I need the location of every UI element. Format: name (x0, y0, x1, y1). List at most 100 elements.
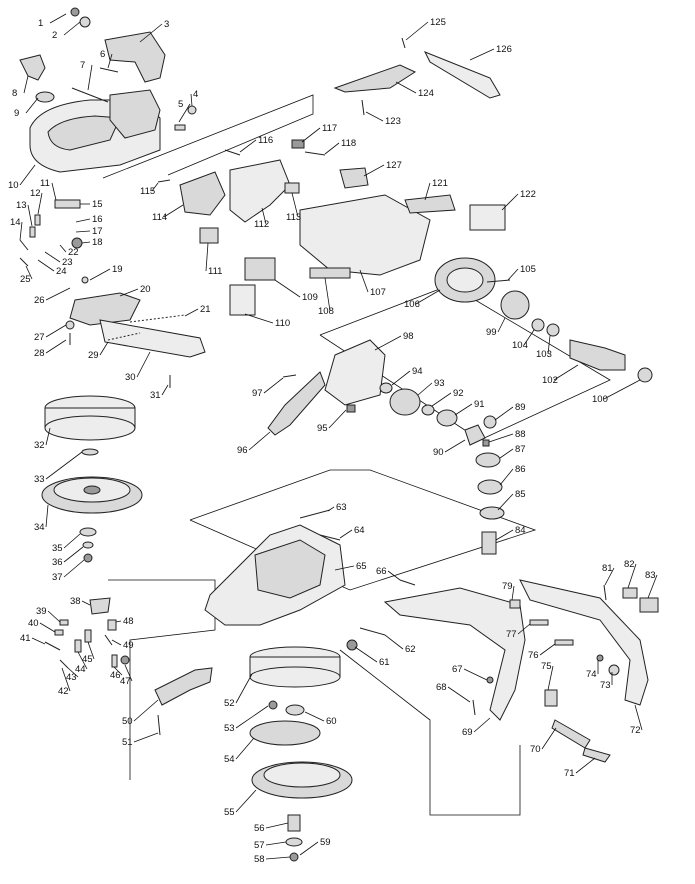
screw-125 (401, 37, 406, 49)
leader-line-8 (23, 75, 29, 94)
leader-line-36 (63, 546, 84, 563)
pad-76 (554, 639, 574, 646)
leader-line-110 (244, 313, 274, 324)
leader-line-48 (115, 620, 122, 623)
callout-label-10: 10 (8, 180, 19, 191)
callout-label-70: 70 (530, 744, 541, 755)
callout-label-104: 104 (512, 340, 528, 351)
callout-label-13: 13 (16, 200, 27, 211)
leader-line-46 (113, 666, 123, 676)
leader-line-96 (248, 431, 271, 451)
leader-line-121 (424, 182, 431, 201)
handle-lever (104, 31, 166, 83)
callout-label-32: 32 (34, 440, 45, 451)
screw-68 (472, 699, 476, 716)
callout-label-21: 21 (200, 304, 211, 315)
leader-line-85 (497, 493, 514, 511)
leader-line-10 (19, 164, 36, 186)
handle-124 (333, 64, 417, 93)
plate-15 (54, 199, 81, 209)
callout-label-114: 114 (152, 212, 167, 223)
blade-guard-69 (383, 587, 526, 721)
leader-line-51 (133, 732, 159, 743)
callout-label-15: 15 (92, 199, 103, 210)
leader-line-61 (354, 646, 378, 663)
leader-line-63 (327, 506, 335, 512)
leader-line-112 (261, 207, 267, 225)
bearing-94 (379, 382, 393, 394)
callout-label-5: 5 (178, 99, 183, 110)
holder-82 (622, 587, 638, 599)
callout-label-56: 56 (254, 823, 265, 834)
washer-57 (285, 837, 303, 847)
callout-label-40: 40 (28, 618, 39, 629)
callout-label-72: 72 (630, 725, 641, 736)
leader-line-65 (334, 565, 355, 571)
leader-line-57 (265, 841, 287, 846)
leader-line-31 (161, 384, 169, 396)
callout-label-97: 97 (252, 388, 263, 399)
bearing-104 (531, 318, 545, 332)
leader-line-97 (263, 377, 284, 394)
leader-line-33 (45, 451, 83, 480)
plate-20 (69, 292, 141, 326)
sleeve-56 (287, 814, 301, 832)
washer-19 (81, 276, 89, 284)
washer-2 (79, 16, 91, 28)
callout-label-89: 89 (515, 402, 526, 413)
pin-45 (84, 629, 92, 643)
leader-line-58 (265, 856, 291, 860)
washer-9 (35, 91, 55, 103)
leader-line-49 (111, 639, 122, 646)
guide-assembly (44, 597, 213, 736)
screw-66 (399, 579, 416, 586)
callout-label-48: 48 (123, 616, 134, 627)
leader-line-9 (25, 97, 39, 114)
leader-line-67 (463, 668, 488, 681)
callout-label-53: 53 (224, 723, 235, 734)
leader-line-125 (405, 21, 429, 41)
callout-label-85: 85 (515, 489, 526, 500)
screw-115 (157, 179, 171, 183)
leader-line-114 (163, 204, 184, 218)
callout-label-86: 86 (515, 464, 526, 475)
callout-label-46: 46 (110, 670, 121, 681)
label-122 (469, 204, 506, 231)
spring-71 (582, 747, 611, 763)
handle-cover-assembly (19, 7, 197, 173)
clip-79 (509, 599, 521, 609)
spindle-84 (481, 531, 497, 555)
leader-line-30 (136, 351, 151, 378)
callout-label-68: 68 (436, 682, 447, 693)
washer-27 (65, 320, 75, 330)
callout-label-113: 113 (286, 212, 301, 223)
bolt-63 (299, 509, 331, 519)
nut-4 (187, 105, 197, 115)
callout-label-107: 107 (370, 287, 386, 298)
leader-line-52 (235, 673, 253, 704)
leader-line-14 (19, 221, 23, 241)
leader-line-108 (324, 277, 331, 312)
leader-line-107 (359, 269, 369, 293)
callout-label-127: 127 (386, 160, 402, 171)
screw-105 (486, 279, 511, 283)
callout-label-126: 126 (496, 44, 512, 55)
callout-label-103: 103 (536, 349, 552, 360)
handle-cover-114 (179, 171, 226, 216)
callout-label-117: 117 (322, 123, 337, 134)
callout-label-39: 39 (36, 606, 47, 617)
pad-77 (529, 619, 549, 626)
screw-41 (44, 641, 61, 651)
pin-44 (74, 639, 82, 653)
leader-line-4 (190, 93, 193, 107)
callout-label-28: 28 (34, 348, 45, 359)
leader-line-104 (523, 329, 535, 346)
leader-line-39 (47, 610, 61, 623)
leader-line-113 (291, 192, 299, 218)
callout-label-71: 71 (564, 768, 575, 779)
gear-case-98 (324, 339, 386, 406)
callout-label-95: 95 (317, 423, 328, 434)
callout-label-99: 99 (486, 327, 497, 338)
leader-line-100 (603, 379, 641, 400)
